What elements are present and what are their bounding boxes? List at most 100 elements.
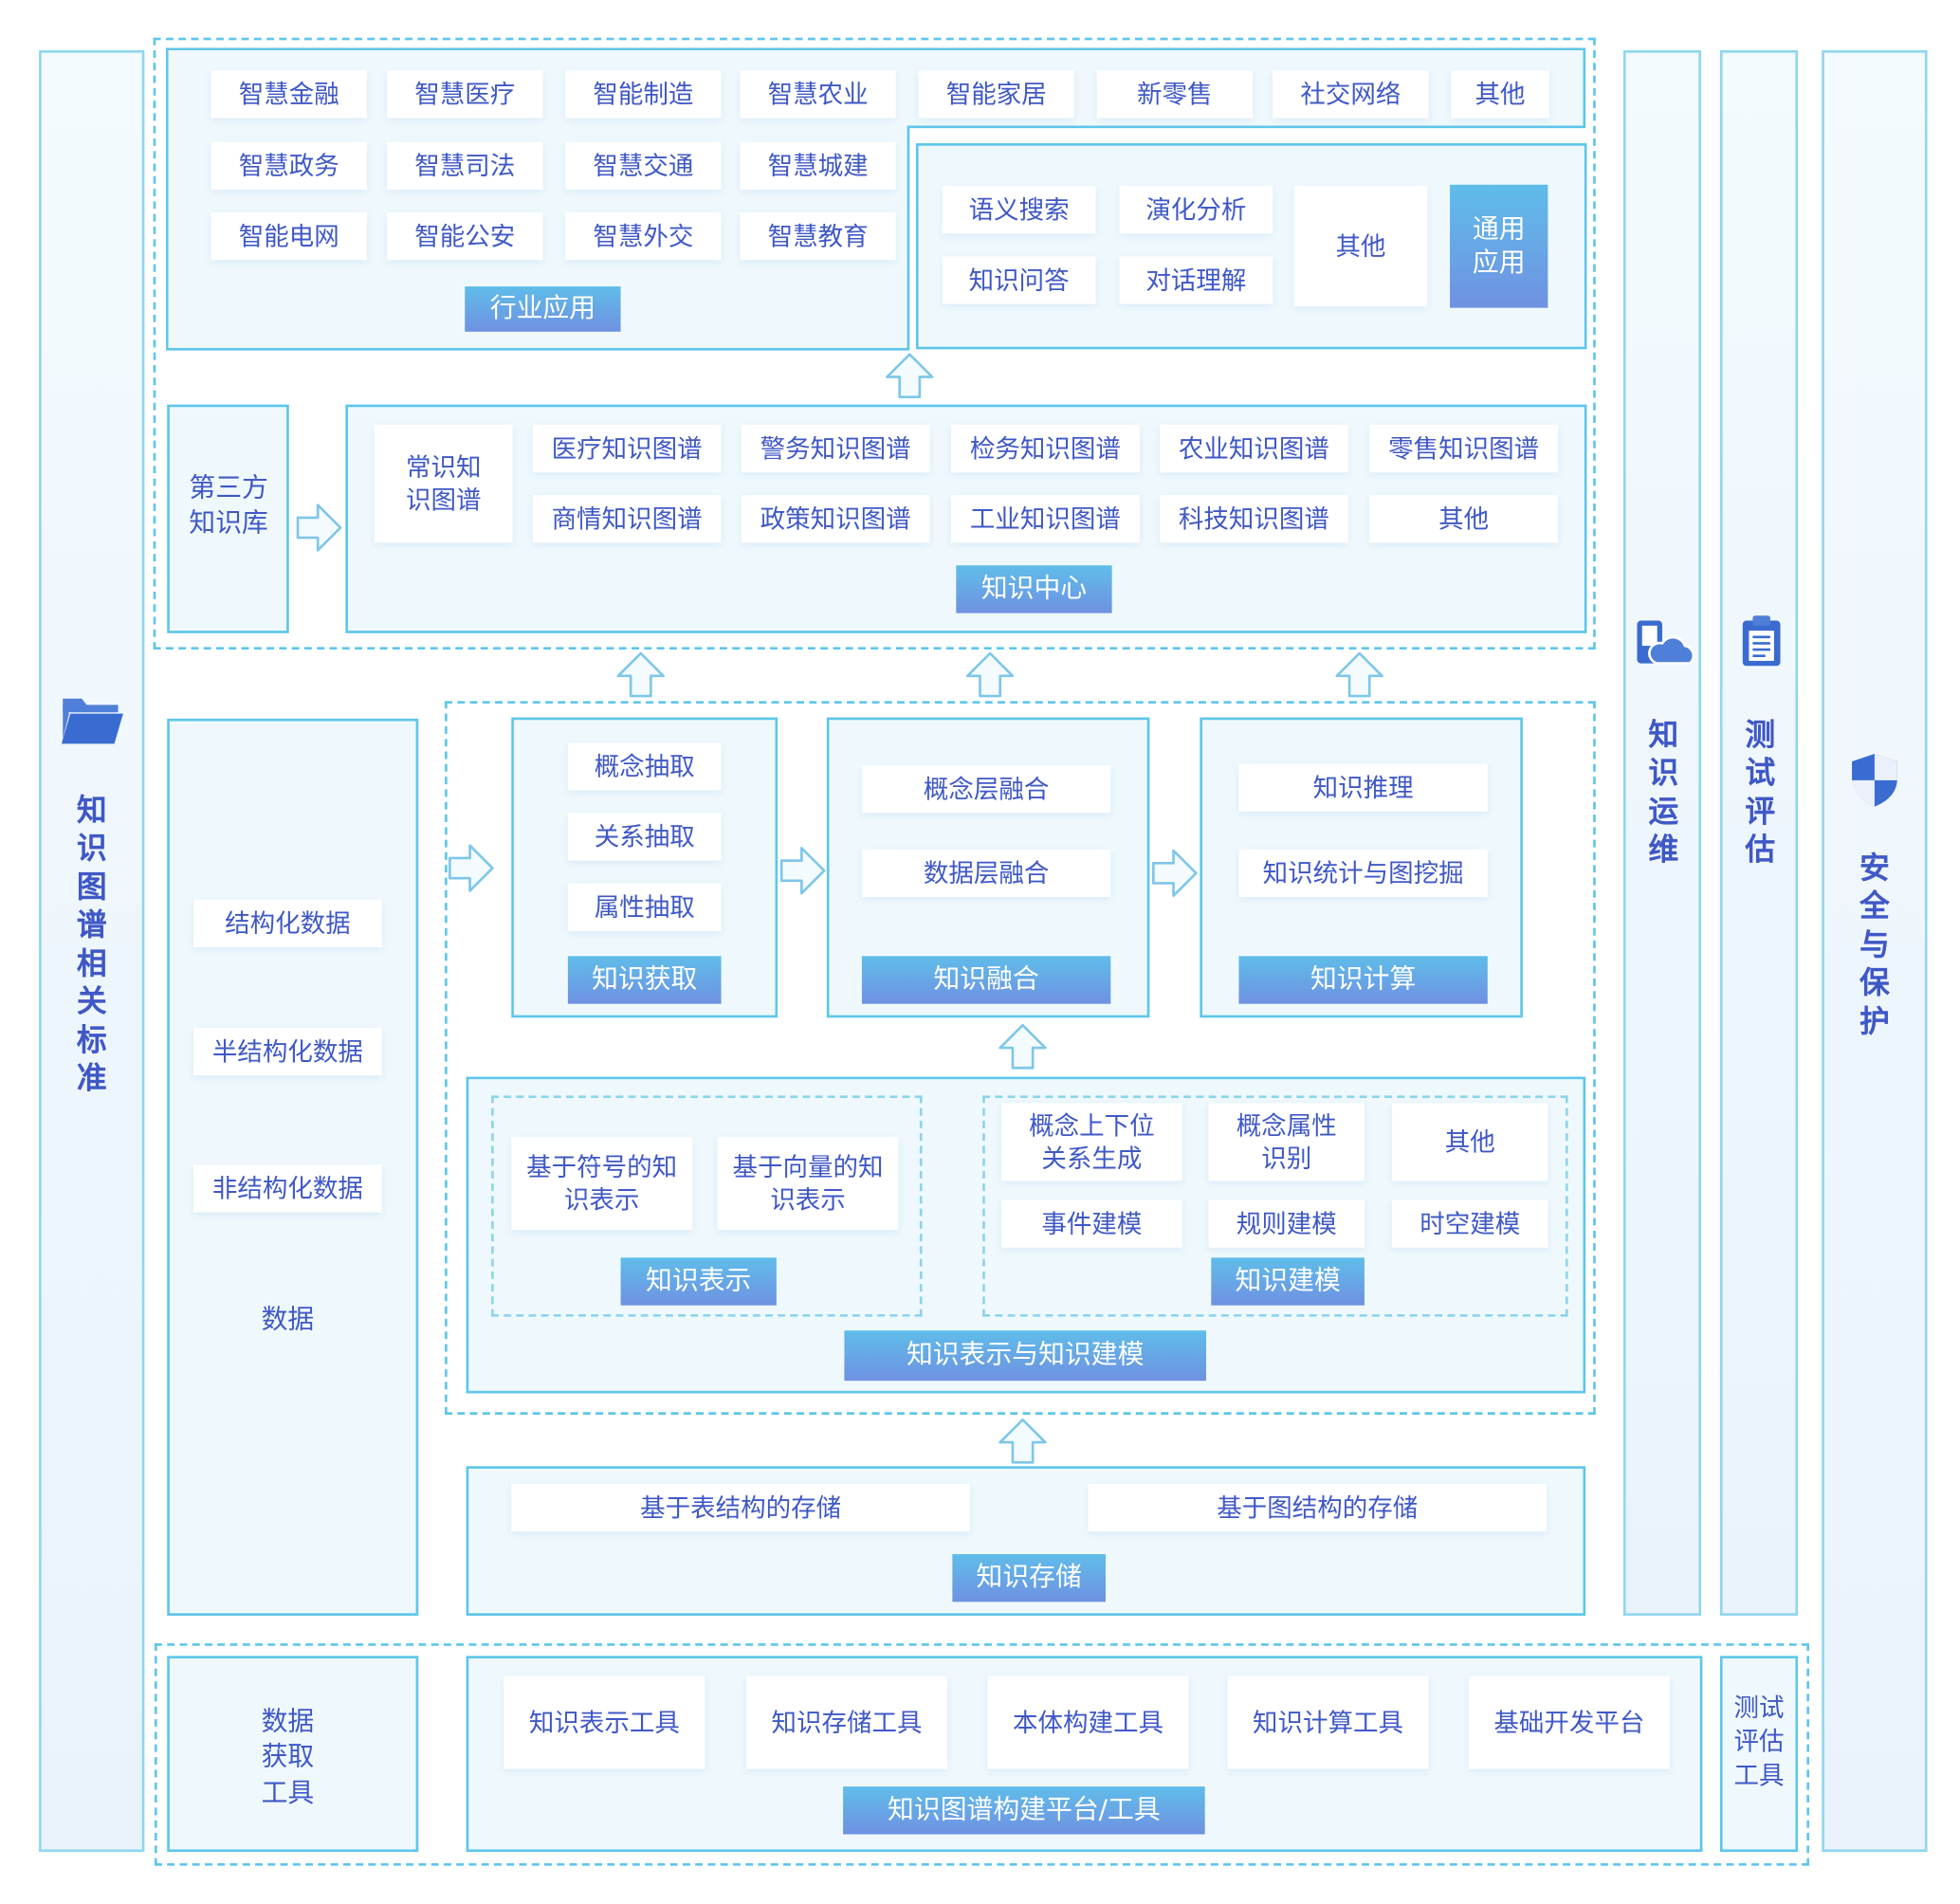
data-item: 结构化数据	[193, 899, 382, 948]
representation-item: 基于符号的知识表示	[511, 1137, 693, 1231]
industry-item: 智能公安	[387, 211, 543, 261]
storage-item: 基于图结构的存储	[1088, 1483, 1548, 1532]
kg-item: 医疗知识图谱	[532, 424, 722, 473]
storage-item: 基于表结构的存储	[511, 1483, 970, 1532]
tools-zone	[154, 1643, 1810, 1866]
ops-label: 知识运维	[1648, 717, 1679, 868]
ops-column: 知识运维	[1622, 50, 1702, 1616]
modeling-item: 事件建模	[1001, 1199, 1182, 1248]
standards-column: 知识图谱相关标准	[39, 50, 145, 1853]
shield-icon	[1852, 754, 1897, 807]
arrow-up-icon	[998, 1023, 1048, 1071]
data-item: 半结构化数据	[193, 1027, 382, 1076]
kg-item: 检务知识图谱	[951, 424, 1140, 473]
kg-item: 警务知识图谱	[741, 424, 930, 473]
test-tool-label: 测试评估工具	[1733, 1692, 1785, 1791]
general-item: 知识问答	[942, 256, 1096, 304]
general-item: 其他	[1293, 186, 1428, 307]
kg-item: 零售知识图谱	[1369, 424, 1558, 473]
modeling-zone	[982, 1095, 1568, 1317]
computing-item: 知识推理	[1238, 763, 1488, 812]
industry-item: 社交网络	[1273, 70, 1429, 119]
arrow-right-icon	[779, 846, 827, 896]
acquisition-item: 属性抽取	[567, 883, 722, 931]
clipboard-icon	[1742, 615, 1781, 667]
kg-item: 工业知识图谱	[951, 495, 1140, 543]
kg-item: 商情知识图谱	[532, 495, 722, 543]
representation-modeling-title: 知识表示与知识建模	[844, 1330, 1206, 1382]
processing-zone	[445, 701, 1596, 1415]
general-item: 演化分析	[1119, 186, 1273, 234]
storage-title: 知识存储	[952, 1554, 1106, 1602]
modeling-item: 概念上下位关系生成	[1001, 1103, 1182, 1181]
industry-item: 智慧教育	[740, 211, 896, 261]
industry-item: 智能电网	[211, 211, 367, 261]
data-title: 数据	[261, 1304, 315, 1334]
industry-item: 智慧农业	[740, 70, 896, 119]
platform-item: 基础开发平台	[1468, 1675, 1670, 1769]
arrow-up-icon	[1334, 650, 1384, 698]
kg-item: 其他	[1369, 495, 1558, 543]
acquisition-title: 知识获取	[567, 956, 722, 1004]
kg-item: 农业知识图谱	[1159, 424, 1348, 473]
platform-item: 知识计算工具	[1227, 1675, 1429, 1769]
modeling-item: 规则建模	[1208, 1199, 1365, 1248]
industry-item: 智慧医疗	[387, 70, 543, 119]
modeling-item: 时空建模	[1392, 1199, 1548, 1248]
common-kg: 常识知识图谱	[374, 424, 513, 543]
knowledge-center-title: 知识中心	[956, 565, 1112, 613]
industry-item: 智慧外交	[565, 211, 722, 261]
arrow-up-icon	[965, 650, 1016, 698]
platform-title: 知识图谱构建平台/工具	[843, 1786, 1205, 1835]
industry-item: 智慧政务	[211, 141, 367, 191]
industry-item: 智慧交通	[565, 141, 722, 191]
data-tool-label: 数据获取工具	[261, 1706, 315, 1808]
industry-item: 新零售	[1096, 70, 1254, 119]
platform-item: 知识存储工具	[746, 1675, 948, 1769]
arrow-up-icon	[615, 650, 666, 698]
kg-item: 科技知识图谱	[1159, 495, 1348, 543]
standards-label: 知识图谱相关标准	[76, 793, 107, 1096]
test-tool-panel: 测试评估工具	[1719, 1656, 1799, 1853]
security-label: 安全与保护	[1859, 851, 1890, 1039]
security-column: 安全与保护	[1822, 50, 1928, 1853]
industry-title: 行业应用	[465, 286, 621, 332]
platform-item: 本体构建工具	[987, 1675, 1189, 1769]
cloud-device-icon	[1637, 620, 1695, 665]
industry-item: 智慧金融	[211, 70, 367, 119]
arrow-up-icon	[998, 1418, 1048, 1465]
modeling-item: 概念属性识别	[1208, 1103, 1365, 1181]
platform-item: 知识表示工具	[504, 1675, 705, 1769]
test-column: 测试评估	[1719, 50, 1799, 1616]
computing-title: 知识计算	[1238, 956, 1488, 1004]
general-title: 通用应用	[1450, 184, 1548, 308]
industry-item: 智慧司法	[387, 141, 543, 191]
industry-item: 智能制造	[565, 70, 722, 119]
industry-item: 其他	[1451, 70, 1549, 119]
kg-item: 政策知识图谱	[741, 495, 930, 543]
data-item: 非结构化数据	[193, 1164, 382, 1213]
industry-item: 智能家居	[918, 70, 1074, 119]
acquisition-item: 概念抽取	[567, 742, 722, 791]
data-tool-panel: 数据获取工具	[167, 1656, 419, 1853]
arrow-up-icon	[885, 352, 935, 399]
arrow-right-icon	[1151, 848, 1199, 898]
arrow-right-icon	[448, 843, 495, 893]
industry-panel	[165, 47, 1586, 351]
third-party-panel: 第三方知识库	[167, 404, 289, 633]
modeling-item: 其他	[1392, 1103, 1548, 1181]
folder-icon	[61, 698, 123, 744]
application-zone	[153, 37, 1596, 650]
general-item: 对话理解	[1119, 256, 1273, 304]
computing-item: 知识统计与图挖掘	[1238, 849, 1488, 898]
fusion-item: 概念层融合	[861, 764, 1111, 814]
industry-item: 智慧城建	[740, 141, 896, 191]
general-item: 语义搜索	[942, 186, 1096, 234]
modeling-title: 知识建模	[1211, 1257, 1365, 1306]
fusion-title: 知识融合	[861, 956, 1111, 1004]
arrow-right-icon	[295, 503, 342, 553]
third-party-label: 第三方知识库	[189, 472, 268, 539]
representation-item: 基于向量的知识表示	[717, 1137, 899, 1231]
representation-zone	[491, 1095, 923, 1317]
test-label: 测试评估	[1745, 717, 1776, 868]
